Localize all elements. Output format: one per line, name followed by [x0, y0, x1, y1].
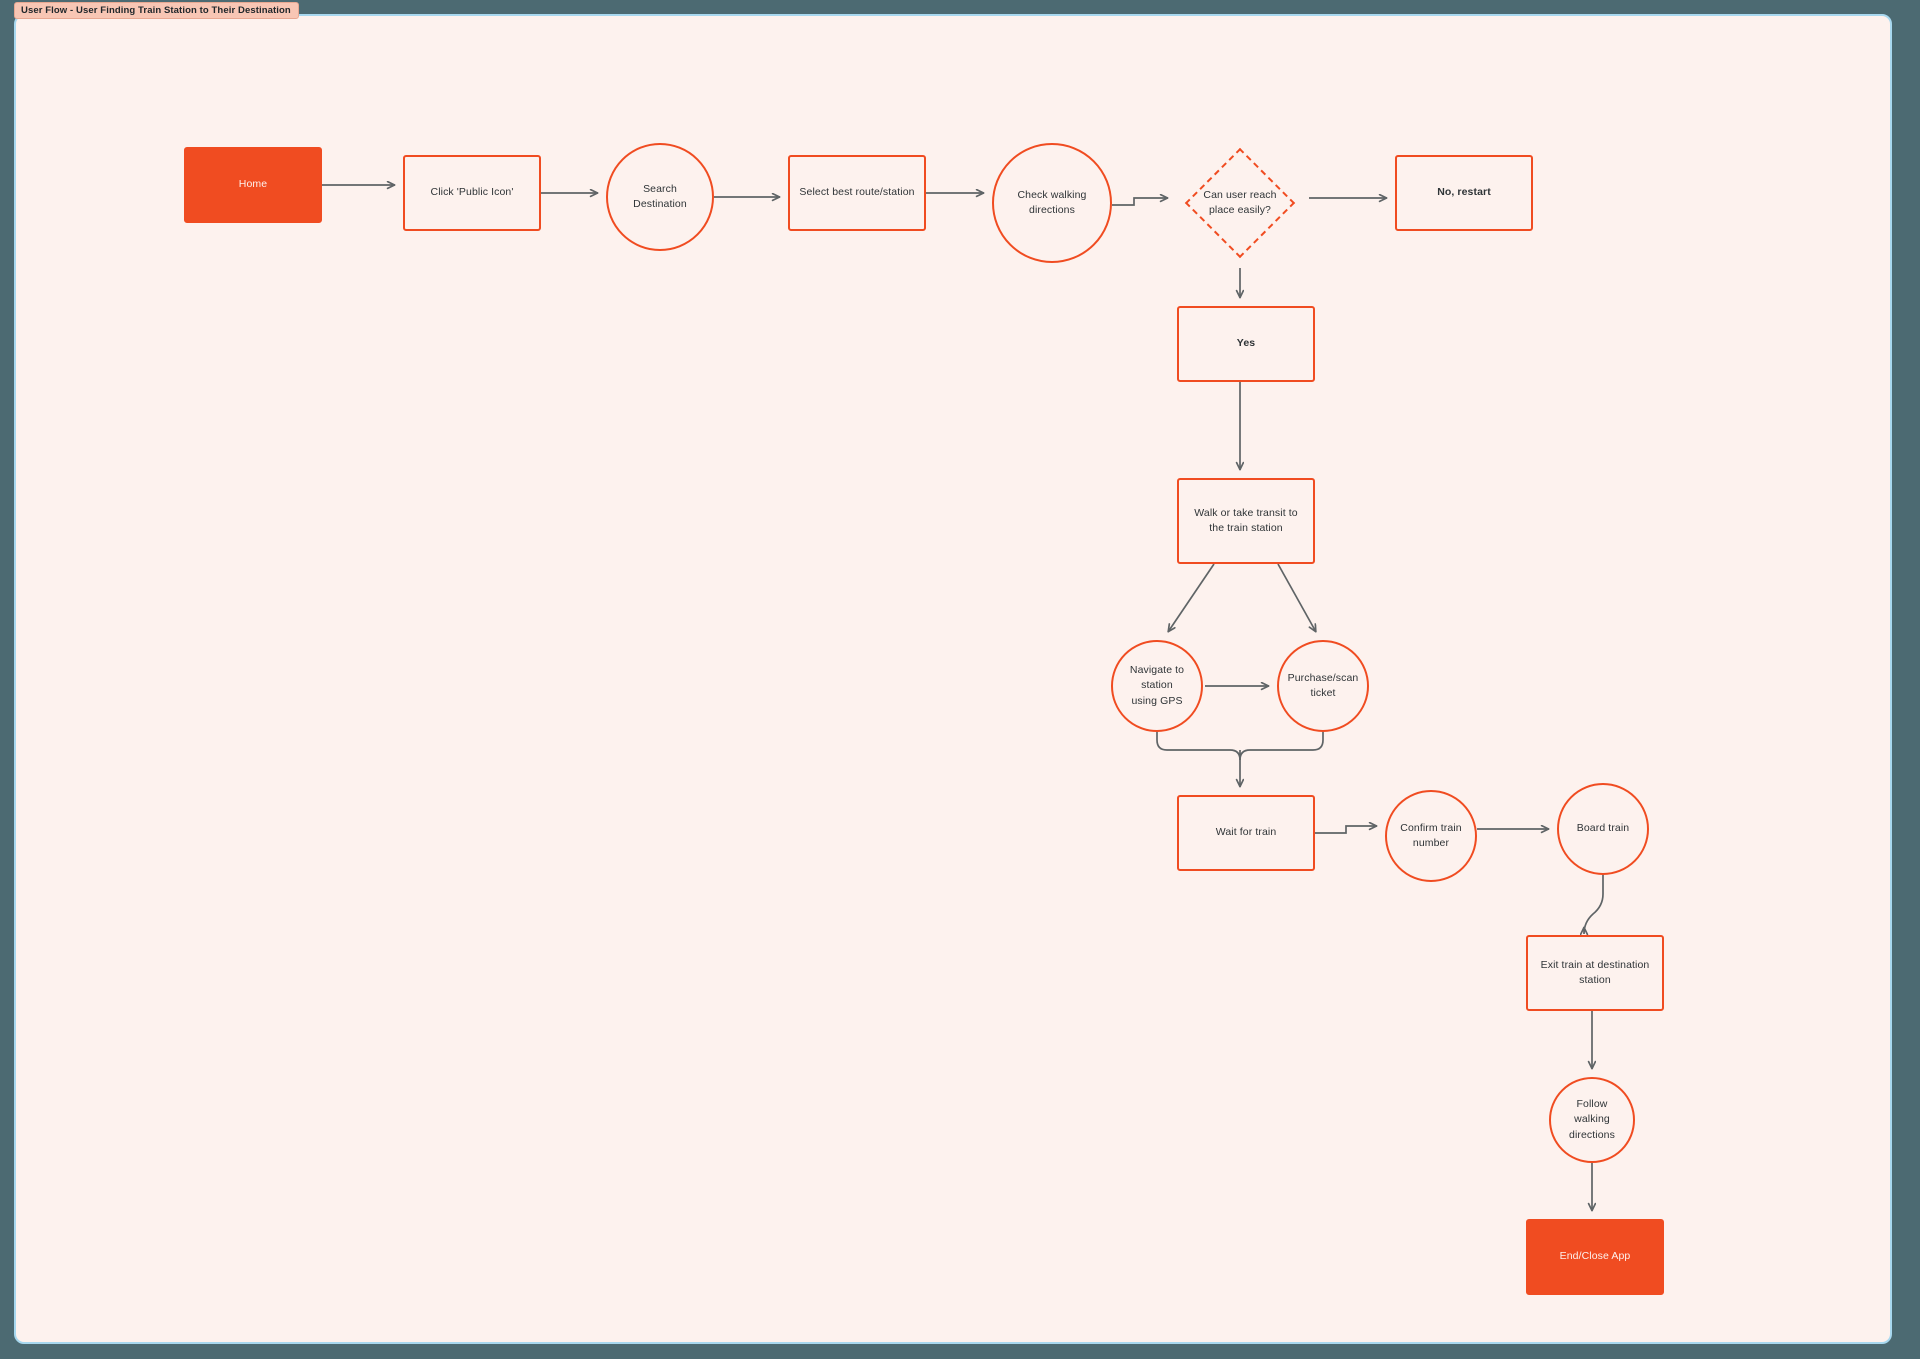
node-wait-for-train[interactable]: Wait for train	[1177, 795, 1315, 871]
diagram-title-tab[interactable]: User Flow - User Finding Train Station t…	[14, 2, 299, 19]
node-no-restart-label: No, restart	[1437, 186, 1491, 199]
edge-ticket-merge	[1239, 732, 1324, 761]
node-wait-for-train-label: Wait for train	[1215, 826, 1277, 839]
node-walk-or-take-transit-label: Walk or take transit to the train statio…	[1194, 506, 1298, 534]
node-exit-train-label: Exit train at destination station	[1540, 958, 1650, 986]
edge-board-exit	[1584, 875, 1604, 934]
node-yes-label: Yes	[1236, 337, 1256, 350]
node-check-walking-directions-label: Check walking directions	[1017, 188, 1087, 216]
node-yes[interactable]: Yes	[1177, 306, 1315, 382]
diagram-canvas[interactable]: Home Click 'Public Icon' Search Destinat…	[14, 14, 1892, 1344]
node-search-destination-label: Search Destination	[633, 182, 687, 210]
node-board-train-label: Board train	[1576, 822, 1630, 835]
node-search-destination[interactable]: Search Destination	[606, 143, 714, 251]
edge-walktransit-gps	[1167, 563, 1215, 632]
node-exit-train[interactable]: Exit train at destination station	[1526, 935, 1664, 1011]
node-end-close-app[interactable]: End/Close App	[1526, 1219, 1664, 1295]
node-click-public-icon[interactable]: Click 'Public Icon'	[403, 155, 541, 231]
node-select-best-route[interactable]: Select best route/station	[788, 155, 926, 231]
node-end-close-app-label: End/Close App	[1559, 1250, 1631, 1263]
node-click-public-icon-label: Click 'Public Icon'	[430, 186, 514, 199]
node-walk-or-take-transit[interactable]: Walk or take transit to the train statio…	[1177, 478, 1315, 564]
edge-walkdir-decision	[1112, 198, 1168, 206]
node-board-train[interactable]: Board train	[1557, 783, 1649, 875]
node-no-restart[interactable]: No, restart	[1395, 155, 1533, 231]
edge-wait-confirm	[1315, 826, 1377, 834]
node-home-label: Home	[238, 178, 268, 191]
node-check-walking-directions[interactable]: Check walking directions	[992, 143, 1112, 263]
node-select-best-route-label: Select best route/station	[799, 186, 915, 199]
node-home[interactable]: Home	[184, 147, 322, 223]
edge-walktransit-ticket	[1277, 563, 1317, 632]
edge-gps-merge	[1156, 732, 1241, 761]
